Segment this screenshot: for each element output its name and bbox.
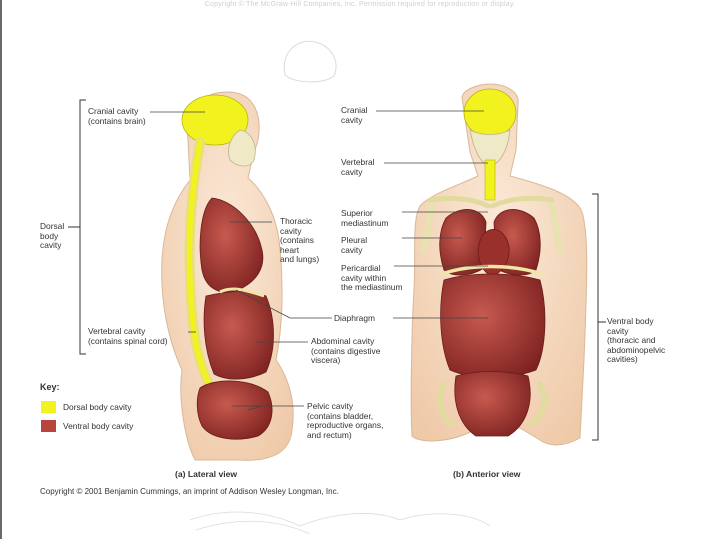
anterior-vertebral-cavity [485,160,495,200]
label-thoracic-cavity: Thoracic cavity (contains heart and lung… [280,217,319,265]
label-vertebral-cavity-anterior: Vertebral cavity [341,158,375,177]
lateral-pelvic-cavity [197,381,272,439]
anterior-cranial-cavity [464,89,516,137]
key-swatch-dorsal [41,401,56,413]
anterior-view-figure [411,84,587,445]
lateral-view-figure [162,92,294,460]
label-cranial-cavity-anterior: Cranial cavity [341,106,368,125]
anterior-abdominal-cavity [441,274,545,378]
caption-anterior-view: (b) Anterior view [453,469,520,479]
ventral-bracket [592,194,606,440]
key-label-dorsal: Dorsal body cavity [63,403,131,413]
label-pericardial-cavity: Pericardial cavity within the mediastinu… [341,264,402,293]
key-label-ventral: Ventral body cavity [63,422,133,432]
label-ventral-body-cavity: Ventral body cavity (thoracic and abdomi… [607,317,665,365]
label-abdominal-cavity: Abdominal cavity (contains digestive vis… [311,337,380,366]
label-vertebral-cavity-lateral: Vertebral cavity (contains spinal cord) [88,327,168,346]
copyright-text: Copyright © 2001 Benjamin Cummings, an i… [40,487,339,496]
label-diaphragm: Diaphragm [334,314,375,324]
faint-bottom-decoration [190,512,490,534]
label-pleural-cavity: Pleural cavity [341,236,367,255]
dorsal-bracket [68,100,86,354]
caption-lateral-view: (a) Lateral view [175,469,237,479]
label-superior-mediastinum: Superior mediastinum [341,209,388,228]
lateral-abdominal-cavity [204,291,273,379]
key-swatch-ventral [41,420,56,432]
anterior-pelvic-cavity [455,372,530,437]
label-cranial-cavity-lateral: Cranial cavity (contains brain) [88,107,146,126]
label-pelvic-cavity: Pelvic cavity (contains bladder, reprodu… [307,402,383,440]
key-title: Key: [40,382,60,392]
label-dorsal-body-cavity: Dorsal body cavity [40,222,64,251]
faint-skull-decoration [284,41,336,82]
